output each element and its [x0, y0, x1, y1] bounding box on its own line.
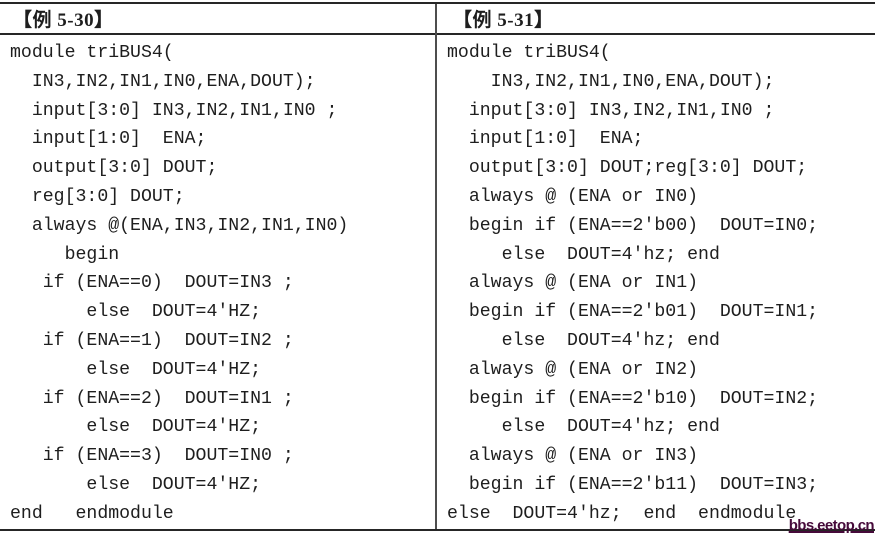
watermark-bbs-eetop: bbs.eetop.cn: [788, 517, 875, 534]
verilog-code-block-5-30: module triBUS4( IN3,IN2,IN1,IN0,ENA,DOUT…: [10, 43, 349, 524]
verilog-code-block-5-31: module triBUS4( IN3,IN2,IN1,IN0,ENA,DOUT…: [447, 43, 819, 524]
example-header-5-31: 【例 5-31】: [437, 4, 875, 35]
example-header-5-30: 【例 5-30】: [0, 4, 435, 35]
example-column-5-30: 【例 5-30】 module triBUS4( IN3,IN2,IN1,IN0…: [0, 4, 437, 529]
example-column-5-31: 【例 5-31】 module triBUS4( IN3,IN2,IN1,IN0…: [437, 4, 875, 529]
